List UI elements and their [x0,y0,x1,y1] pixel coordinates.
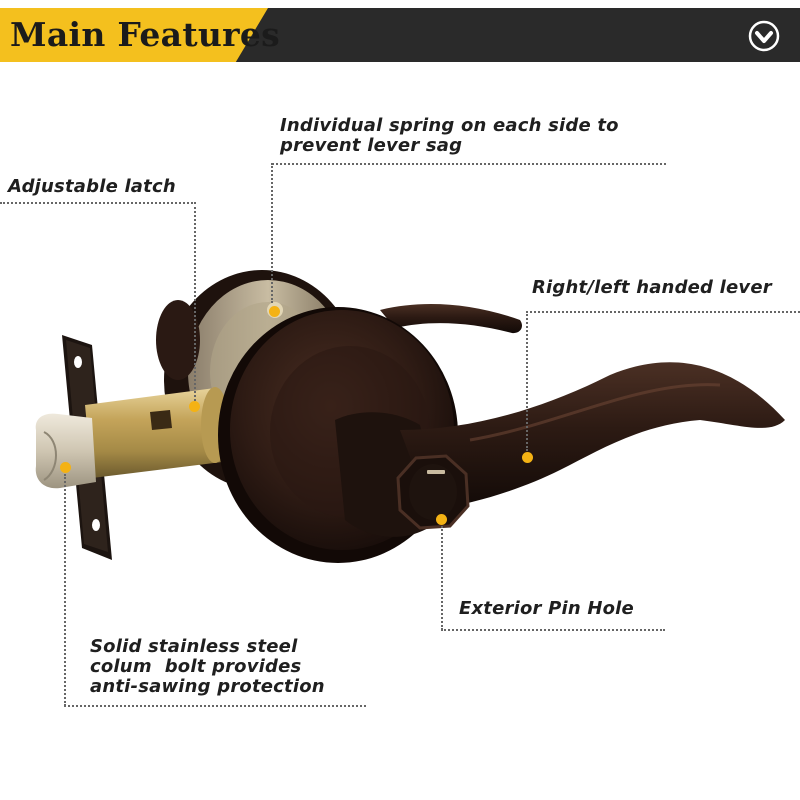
callout-bolt-leader-v [64,474,66,706]
callout-lever-leader-v [526,311,528,451]
callout-spring-label: Individual spring on each side to preven… [280,116,619,156]
callout-latch-marker [188,400,200,412]
callout-latch-label: Adjustable latch [8,176,176,197]
callout-bolt-line3: anti-sawing protection [90,676,325,697]
callout-latch-leader-h [0,202,196,204]
callout-bolt-line1: Solid stainless steel [90,636,298,657]
callout-spring-line1: Individual spring on each side to [280,115,619,136]
callout-spring-leader-h [272,163,666,165]
callout-bolt-label: Solid stainless steel colum bolt provide… [90,637,325,697]
page-title: Main Features [10,15,281,54]
header-banner: Main Features [0,0,800,62]
callout-pin-leader-v [441,526,443,630]
callout-bolt-leader-h [64,705,366,707]
callout-lever-marker [521,451,533,463]
callout-lever-label: Right/left handed lever [532,277,772,298]
callout-bolt-line2: colum bolt provides [90,656,302,677]
chevron-down-circle-icon[interactable] [747,19,781,53]
callout-pin-label: Exterior Pin Hole [459,598,634,619]
callout-pin-marker [435,513,447,525]
callout-bolt-marker [59,461,71,473]
callout-spring-leader-v [271,163,273,303]
callout-spring-line2: prevent lever sag [280,135,463,156]
callout-lever-leader-h [526,311,800,313]
callout-latch-leader-v [194,202,196,405]
header-accent-tab [0,8,268,62]
callout-pin-leader-h [441,629,665,631]
callout-spring-marker [268,305,280,317]
